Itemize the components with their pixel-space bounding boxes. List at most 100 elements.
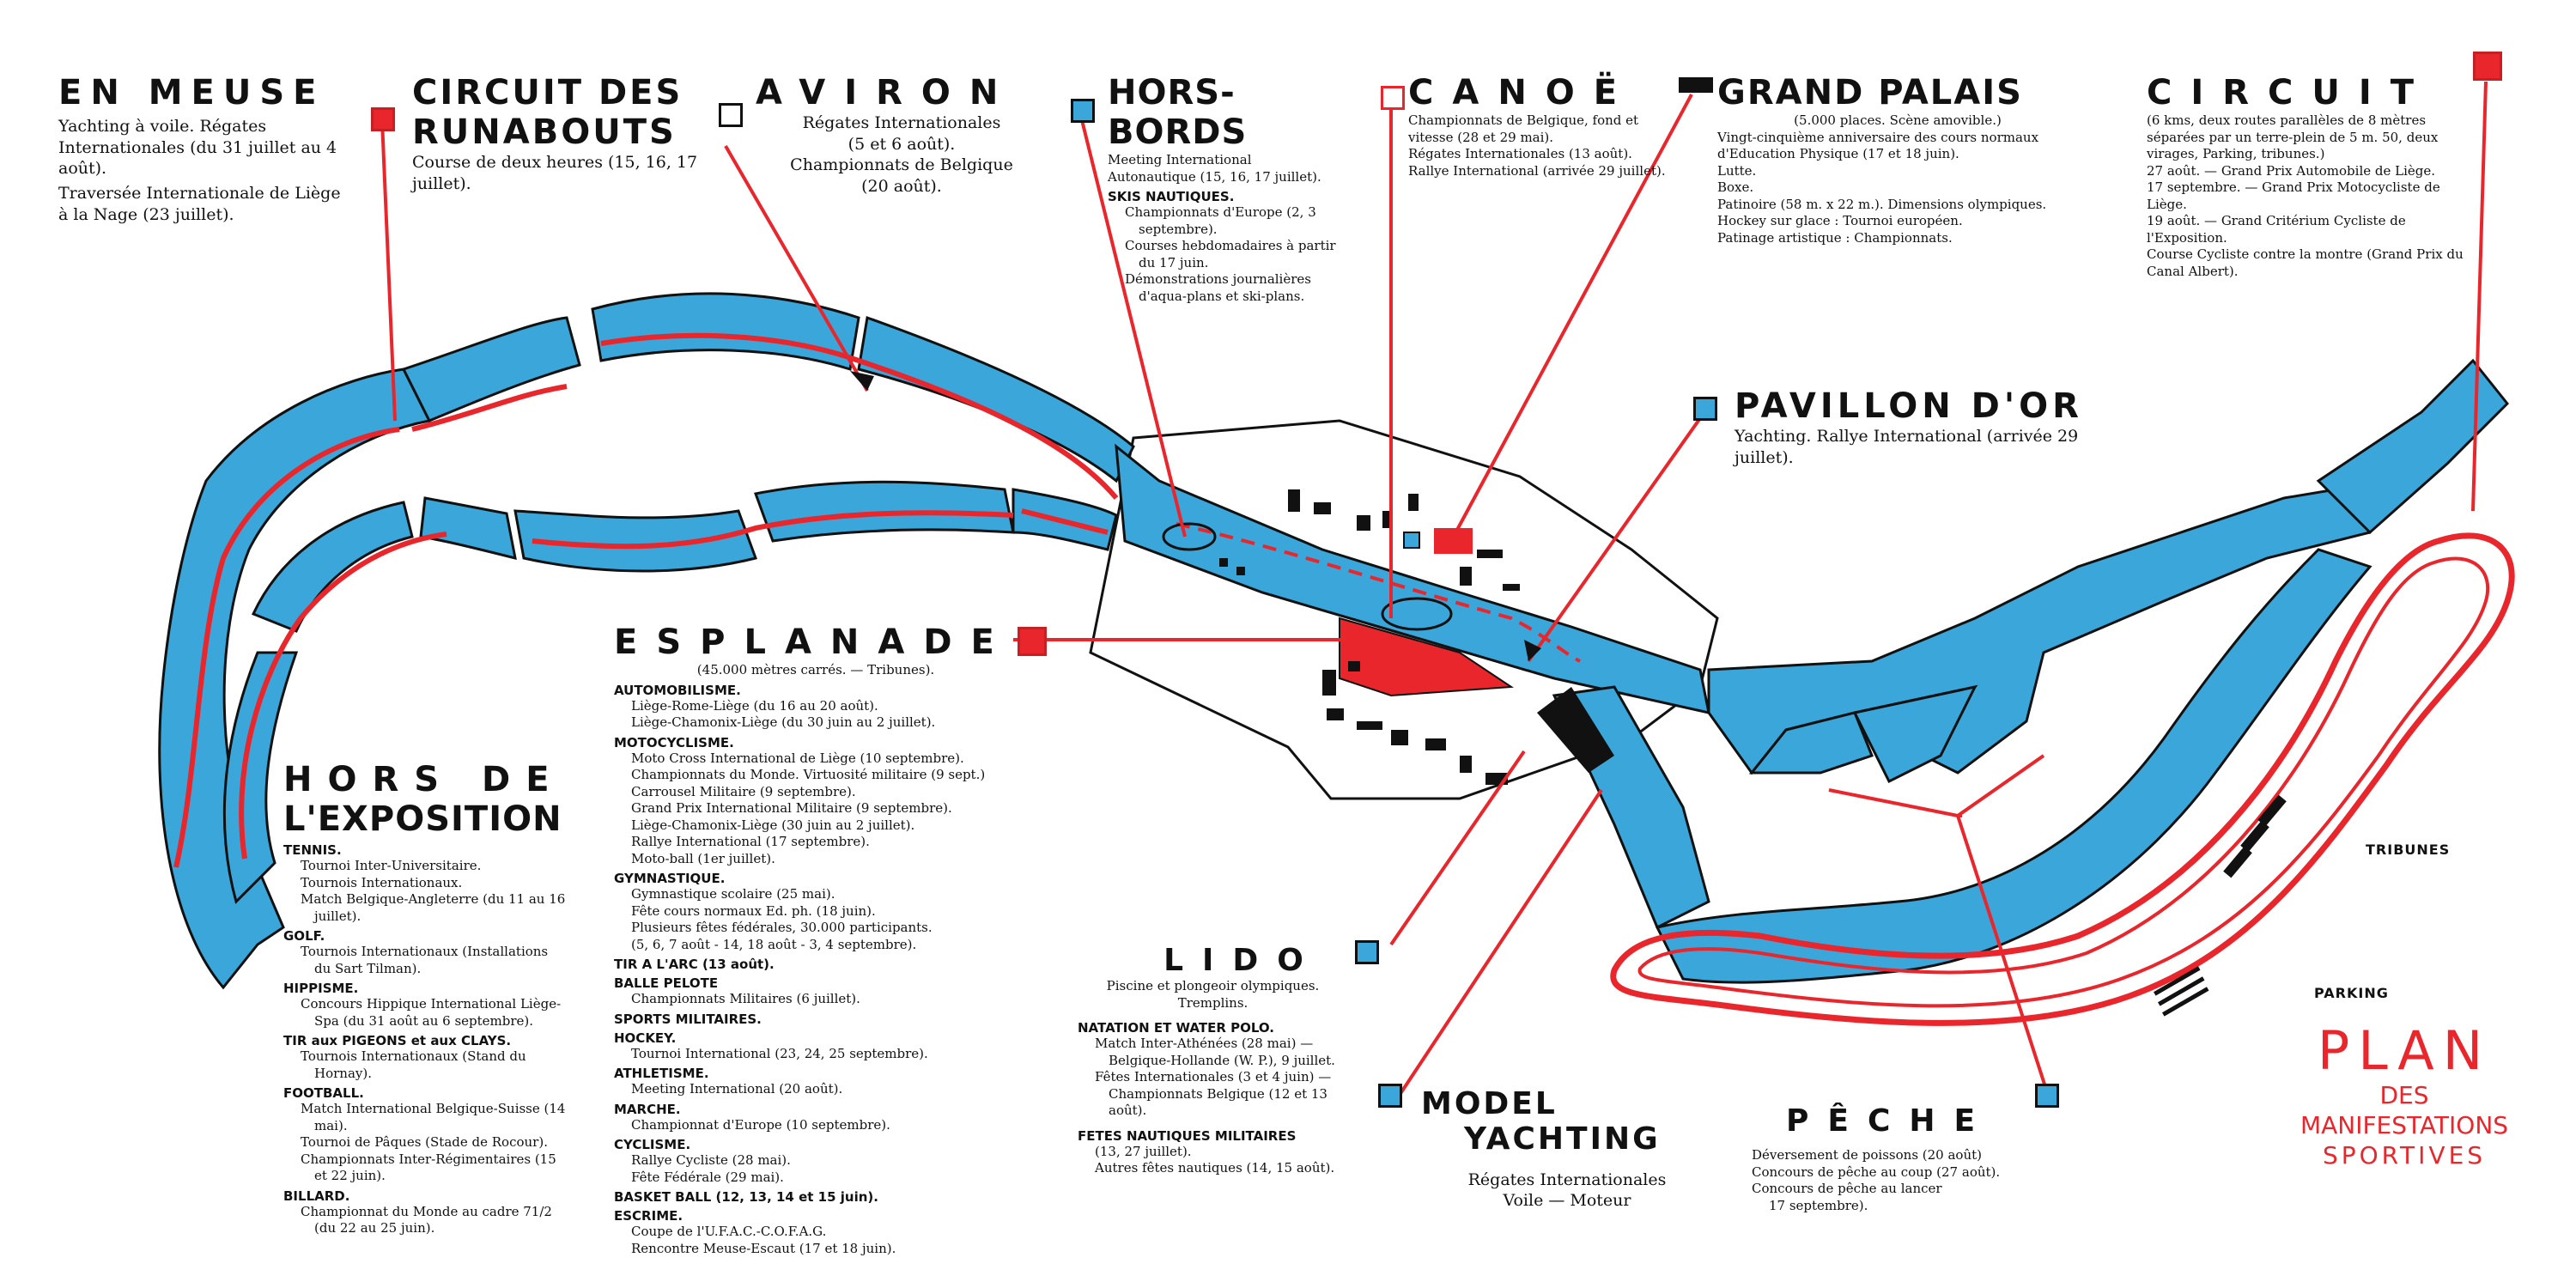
esplanade-item-5-1: Championnats Militaires (6 juillet). [631, 991, 860, 1006]
pavillon-marker [1693, 397, 1717, 421]
lido-item-2-1: Autres fêtes nautiques (14, 15 août). [1095, 1160, 1335, 1176]
esplanade-sub-9: MARCHE. [614, 1101, 681, 1117]
tribunes-label: TRIBUNES [2366, 841, 2451, 858]
grand-palais-text-1: (5.000 places. Scène amovible.) [1794, 112, 2002, 128]
esplanade-text: (45.000 mètres carrés. — Tribunes). [696, 662, 935, 677]
esplanade-item-2-5: Liège-Chamonix-Liège (30 juin au 2 juill… [631, 817, 915, 833]
aviron-block: AVIRON Régates Internationales (5 et 6 a… [756, 73, 1048, 197]
black-arm [1537, 687, 1614, 773]
circuit-text-4: 19 août. — Grand Critérium Cycliste de l… [2147, 213, 2406, 246]
circuit-marker [2473, 52, 2502, 81]
esplanade-item-3-3: Plusieurs fêtes fédérales, 30.000 partic… [631, 920, 933, 935]
hors-bords-text: Meeting International Autonautique (15, … [1108, 152, 1321, 185]
hors-expo-item-2-1: Tournois Internationaux (Installations d… [301, 944, 549, 976]
esplanade-sub-2: MOTOCYCLISME. [614, 734, 734, 750]
title-line-2: DES [2379, 1081, 2429, 1110]
peche-block: PÊCHE Déversement de poissons (20 août) … [1752, 1103, 2044, 1214]
hors-expo-sub-2: GOLF. [283, 928, 325, 944]
lido-item-1-1: Match Inter-Athénées (28 mai) — Belgique… [1095, 1036, 1335, 1068]
esplanade-item-10-2: Fête Fédérale (29 mai). [631, 1169, 784, 1185]
red-oval [1162, 522, 1217, 551]
parking-label: PARKING [2314, 985, 2389, 1001]
esplanade-item-2-3: Carrousel Militaire (9 septembre). [631, 783, 856, 799]
esplanade-sub-7: HOCKEY. [614, 1030, 677, 1046]
peche-heading: PÊCHE [1786, 1103, 1995, 1139]
aviron-text-3: Championnats de Belgique [790, 155, 1013, 175]
hors-expo-heading-1: HORS DE [283, 760, 565, 799]
lido-sub-1: NATATION ET WATER POLO. [1078, 1020, 1275, 1036]
lido-sub-2: FETES NAUTIQUES MILITAIRES [1078, 1127, 1297, 1144]
hors-expo-item-3-1: Concours Hippique International Liège-Sp… [301, 996, 562, 1029]
en-meuse-text-2: Traversée Internationale de Liège à la N… [58, 184, 341, 224]
esplanade-item-12-1: Coupe de l'U.F.A.C.-C.O.F.A.G. [631, 1224, 827, 1239]
skis-item-2: Courses hebdomadaires à partir du 17 jui… [1125, 238, 1336, 270]
tribune-marks [2154, 794, 2287, 1017]
dashed-route [1176, 522, 1581, 663]
hors-expo-heading-2: L'EXPOSITION [283, 799, 562, 839]
hors-expo-item-6-1: Championnat du Monde au cadre 71/2 (du 2… [301, 1203, 552, 1236]
esplanade-item-7-1: Tournoi International (23, 24, 25 septem… [631, 1045, 928, 1061]
canoe-text-1: Championnats de Belgique, fond et vitess… [1408, 112, 1639, 145]
esplanade-area [1339, 617, 1514, 697]
canoe-text-3: Rallye International (arrivée 29 juillet… [1408, 162, 1666, 179]
grand-palais-text-4: Boxe. [1717, 179, 1754, 195]
runabouts-heading-2: RUNABOUTS [412, 112, 677, 152]
aviron-text-2: (5 et 6 août). [848, 134, 956, 154]
en-meuse-text-1: Yachting à voile. Régates Internationale… [58, 117, 337, 179]
hors-bords-marker [1071, 99, 1095, 123]
hors-expo-sub-5: FOOTBALL. [283, 1085, 364, 1101]
esplanade-item-8-1: Meeting International (20 août). [631, 1081, 843, 1097]
aviron-marker [719, 103, 743, 127]
skis-item-3: Démonstrations journalières d'aqua-plans… [1125, 271, 1311, 304]
title-line-4: SPORTIVES [2322, 1141, 2487, 1170]
runabouts-heading-1: CIRCUIT DES [412, 73, 683, 112]
esplanade-sub-6: SPORTS MILITAIRES. [614, 1011, 762, 1027]
esplanade-item-10-1: Rallye Cycliste (28 mai). [631, 1152, 791, 1168]
esplanade-item-1-1: Liège-Rome-Liège (du 16 au 20 août). [631, 697, 878, 714]
grand-palais-block: GRAND PALAIS (5.000 places. Scène amovib… [1717, 73, 2078, 246]
esplanade-item-1-2: Liège-Chamonix-Liège (du 30 juin au 2 ju… [631, 714, 936, 730]
pavillon-block: PAVILLON D'OR Yachting. Rallye Internati… [1735, 386, 2095, 468]
hors-bords-heading: HORS-BORDS [1108, 73, 1248, 152]
red-routes [173, 332, 1119, 868]
esplanade-item-2-1: Moto Cross International de Liège (10 se… [631, 750, 964, 766]
esplanade-sub-12: ESCRIME. [614, 1208, 683, 1224]
peche-text-2: Concours de pêche au coup (27 août). [1752, 1163, 2001, 1180]
esplanade-item-2-2: Championnats du Monde. Virtuosité milita… [631, 767, 986, 782]
hors-expo-sub-4: TIR aux PIGEONS et aux CLAYS. [283, 1033, 512, 1048]
grand-palais-text-6: Hockey sur glace : Tournoi européen. [1717, 213, 1963, 228]
arrowheads [850, 371, 1541, 661]
hors-bords-block: HORS-BORDS Meeting International Autonau… [1108, 73, 1344, 305]
grand-palais-area [1434, 528, 1473, 554]
model-yachting-block: MODEL YACHTING Régates Internationales V… [1421, 1086, 1713, 1212]
lido-block: LIDO Piscine et plongeoir olympiques. Tr… [1078, 943, 1348, 1177]
canoe-marker [1381, 86, 1405, 110]
aviron-text-4: (20 août). [861, 177, 942, 197]
grand-palais-marker [1679, 77, 1713, 93]
esplanade-sub-10: CYCLISME. [614, 1137, 691, 1152]
red-oval-2 [1381, 597, 1453, 631]
canoe-heading: CANOË [1408, 73, 1637, 112]
lido-item-1-2: Fêtes Internationales (3 et 4 juin) — Ch… [1095, 1069, 1332, 1119]
map-title: PLAN DES MANIFESTATIONS SPORTIVES [2267, 1019, 2542, 1170]
esplanade-heading: ESPLANADE [614, 623, 1013, 662]
title-line-1: PLAN [2317, 1019, 2492, 1082]
en-meuse-heading: EN MEUSE [58, 73, 325, 112]
esplanade-item-9-1: Championnat d'Europe (10 septembre). [631, 1116, 890, 1133]
esplanade-sub-1: AUTOMOBILISME. [614, 682, 741, 698]
peche-text-3: Concours de pêche au lancer [1752, 1181, 1942, 1197]
canoe-block: CANOË Championnats de Belgique, fond et … [1408, 73, 1666, 179]
grand-palais-text-3: Lutte. [1717, 162, 1757, 179]
racing-circuit [1610, 532, 2515, 1026]
esplanade-sub-4: TIR A L'ARC (13 août). [614, 957, 775, 972]
pavilion-blue-tiles [1403, 532, 1420, 549]
model-yachting-text-1: Régates Internationales [1467, 1170, 1667, 1189]
lido-text-1: Piscine et plongeoir olympiques. [1106, 978, 1320, 994]
circuit-text-3: 17 septembre. — Grand Prix Motocycliste … [2147, 179, 2440, 212]
peche-text-4: 17 septembre). [1769, 1197, 1868, 1213]
esplanade-sub-3: GYMNASTIQUE. [614, 871, 726, 886]
model-yachting-text-2: Voile — Moteur [1503, 1191, 1631, 1211]
grand-palais-text-7: Patinage artistique : Championnats. [1717, 229, 1953, 246]
esplanade-item-2-4: Grand Prix International Militaire (9 se… [631, 800, 952, 816]
